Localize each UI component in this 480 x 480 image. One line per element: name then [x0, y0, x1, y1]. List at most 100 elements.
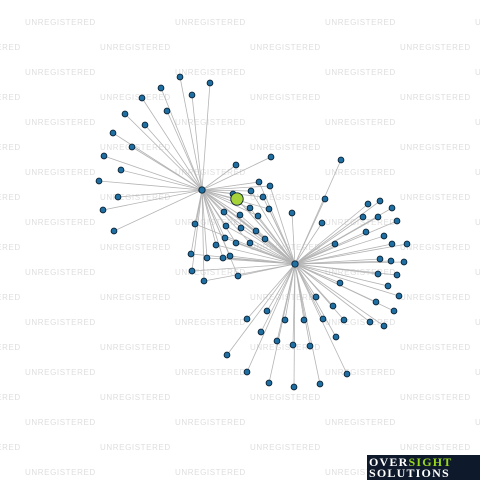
- entity-node[interactable]: [188, 267, 196, 275]
- entity-node[interactable]: [128, 143, 136, 151]
- entity-node[interactable]: [266, 182, 274, 190]
- entity-node[interactable]: [384, 282, 392, 290]
- entity-node[interactable]: [246, 239, 254, 247]
- entity-node[interactable]: [290, 383, 298, 391]
- entity-node[interactable]: [163, 107, 171, 115]
- entity-node[interactable]: [403, 240, 411, 248]
- entity-node[interactable]: [191, 220, 199, 228]
- entity-node[interactable]: [380, 232, 388, 240]
- entity-node[interactable]: [246, 204, 254, 212]
- entity-node[interactable]: [393, 271, 401, 279]
- entity-node[interactable]: [316, 380, 324, 388]
- entity-node[interactable]: [232, 239, 240, 247]
- entity-node[interactable]: [395, 292, 403, 300]
- entity-node[interactable]: [243, 368, 251, 376]
- network-edge: [201, 189, 242, 229]
- entity-node[interactable]: [331, 240, 339, 248]
- entity-node[interactable]: [110, 227, 118, 235]
- entity-node[interactable]: [312, 293, 320, 301]
- entity-node[interactable]: [300, 316, 308, 324]
- entity-node[interactable]: [281, 316, 289, 324]
- entity-node[interactable]: [366, 318, 374, 326]
- entity-node[interactable]: [329, 302, 337, 310]
- entity-node[interactable]: [200, 277, 208, 285]
- entity-node[interactable]: [117, 166, 125, 174]
- entity-node[interactable]: [99, 206, 107, 214]
- entity-node[interactable]: [203, 254, 211, 262]
- entity-node[interactable]: [332, 333, 340, 341]
- watermark-text: UNREGISTERED: [175, 18, 246, 27]
- entity-node[interactable]: [359, 213, 367, 221]
- entity-node[interactable]: [114, 193, 122, 201]
- entity-node[interactable]: [263, 307, 271, 315]
- entity-node[interactable]: [362, 228, 370, 236]
- entity-node[interactable]: [400, 258, 408, 266]
- entity-node[interactable]: [232, 161, 240, 169]
- entity-node[interactable]: [343, 370, 351, 378]
- entity-node[interactable]: [393, 217, 401, 225]
- entity-node[interactable]: [234, 272, 242, 280]
- entity-node[interactable]: [259, 193, 267, 201]
- entity-node[interactable]: [288, 209, 296, 217]
- entity-node[interactable]: [188, 91, 196, 99]
- entity-node[interactable]: [236, 211, 244, 219]
- entity-node[interactable]: [265, 205, 273, 213]
- entity-node[interactable]: [364, 200, 372, 208]
- entity-node[interactable]: [336, 279, 344, 287]
- entity-node[interactable]: [247, 187, 255, 195]
- watermark-text: UNREGISTERED: [475, 218, 480, 227]
- entity-node[interactable]: [221, 234, 229, 242]
- entity-node[interactable]: [337, 156, 345, 164]
- entity-node[interactable]: [219, 254, 227, 262]
- entity-node[interactable]: [220, 208, 228, 216]
- entity-node[interactable]: [340, 316, 348, 324]
- entity-node[interactable]: [261, 235, 269, 243]
- entity-node[interactable]: [374, 213, 382, 221]
- entity-node[interactable]: [138, 94, 146, 102]
- watermark-text: UNREGISTERED: [325, 418, 396, 427]
- entity-node[interactable]: [121, 110, 129, 118]
- entity-node[interactable]: [390, 307, 398, 315]
- entity-node[interactable]: [100, 152, 108, 160]
- entity-node[interactable]: [319, 315, 327, 323]
- entity-node[interactable]: [95, 177, 103, 185]
- entity-node[interactable]: [222, 222, 230, 230]
- entity-node[interactable]: [255, 178, 263, 186]
- entity-node[interactable]: [376, 255, 384, 263]
- hub-node[interactable]: [291, 260, 299, 268]
- entity-node[interactable]: [267, 153, 275, 161]
- entity-node[interactable]: [387, 257, 395, 265]
- focus-entity-node[interactable]: [230, 192, 244, 206]
- entity-node[interactable]: [237, 224, 245, 232]
- entity-node[interactable]: [141, 121, 149, 129]
- entity-node[interactable]: [388, 240, 396, 248]
- entity-node[interactable]: [254, 212, 262, 220]
- entity-node[interactable]: [273, 337, 281, 345]
- entity-node[interactable]: [376, 197, 384, 205]
- entity-node[interactable]: [388, 204, 396, 212]
- entity-node[interactable]: [380, 322, 388, 330]
- watermark-text: UNREGISTERED: [400, 243, 471, 252]
- entity-node[interactable]: [206, 79, 214, 87]
- entity-node[interactable]: [176, 73, 184, 81]
- entity-node[interactable]: [321, 195, 329, 203]
- entity-node[interactable]: [252, 227, 260, 235]
- entity-node[interactable]: [187, 250, 195, 258]
- network-edge: [294, 263, 345, 321]
- entity-node[interactable]: [243, 315, 251, 323]
- entity-node[interactable]: [257, 328, 265, 336]
- entity-node[interactable]: [265, 379, 273, 387]
- entity-node[interactable]: [223, 351, 231, 359]
- entity-node[interactable]: [289, 341, 297, 349]
- entity-node[interactable]: [318, 219, 326, 227]
- entity-node[interactable]: [374, 270, 382, 278]
- watermark-text: UNREGISTERED: [0, 43, 21, 52]
- hub-node[interactable]: [198, 186, 206, 194]
- entity-node[interactable]: [372, 298, 380, 306]
- entity-node[interactable]: [306, 342, 314, 350]
- entity-node[interactable]: [226, 252, 234, 260]
- entity-node[interactable]: [212, 241, 220, 249]
- entity-node[interactable]: [109, 129, 117, 137]
- network-edge: [294, 263, 398, 276]
- entity-node[interactable]: [157, 84, 165, 92]
